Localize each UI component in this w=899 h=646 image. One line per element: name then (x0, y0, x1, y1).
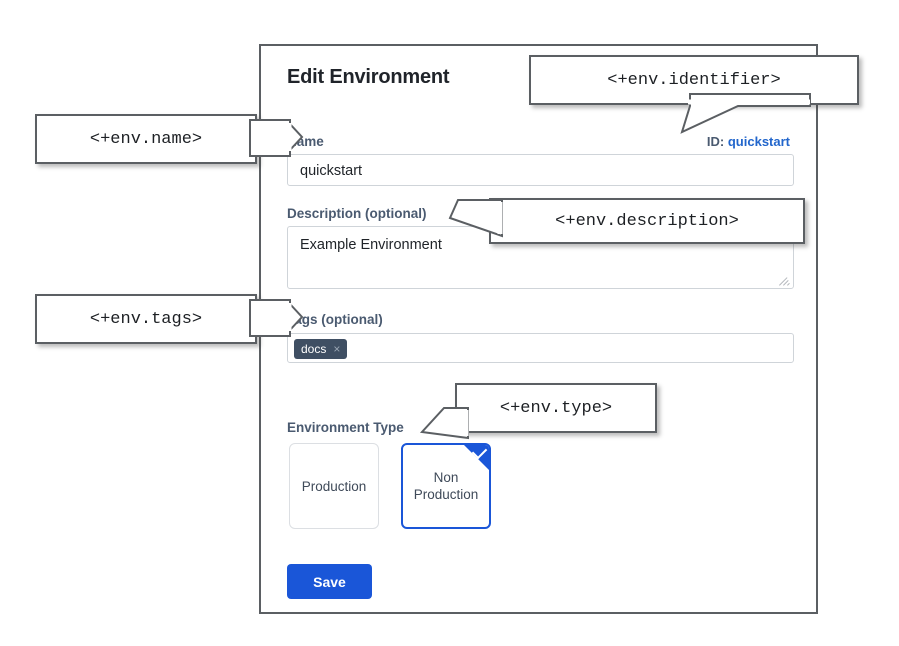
callout-env-description: <+env.description> (489, 198, 805, 244)
callout-env-tags-text: <+env.tags> (89, 309, 203, 329)
callout-name-tail (249, 118, 305, 158)
callout-identifier-tail (680, 93, 820, 145)
callout-tags-tail (249, 298, 305, 338)
description-value: Example Environment (300, 237, 442, 253)
tag-chip-label: docs (301, 342, 327, 356)
edit-environment-panel: Edit Environment Name ID: quickstart qui… (259, 44, 818, 614)
page-title: Edit Environment (287, 66, 450, 88)
callout-env-name-text: <+env.name> (89, 129, 203, 149)
callout-description-tail (440, 199, 520, 250)
environment-id-link[interactable]: quickstart (727, 134, 790, 149)
type-option-non-production[interactable]: Non Production (401, 443, 491, 529)
type-option-production[interactable]: Production (289, 443, 379, 529)
callout-env-tags: <+env.tags> (35, 294, 257, 344)
tags-input[interactable]: docs × (287, 333, 794, 363)
environment-id-line: ID: quickstart (707, 134, 790, 149)
callout-env-identifier-text: <+env.identifier> (607, 70, 781, 90)
environment-type-label: Environment Type (287, 420, 404, 435)
tags-label: Tags (optional) (287, 312, 383, 327)
selected-corner-badge (464, 445, 489, 470)
callout-env-type-text: <+env.type> (499, 398, 613, 418)
resize-handle-icon[interactable] (779, 275, 790, 286)
type-option-non-production-label: Non Production (413, 470, 479, 502)
callout-env-name: <+env.name> (35, 114, 257, 164)
callout-env-description-text: <+env.description> (555, 211, 739, 231)
description-label: Description (optional) (287, 206, 427, 221)
tag-remove-icon[interactable]: × (333, 342, 341, 356)
id-prefix-label: ID: (706, 134, 725, 149)
type-option-production-label: Production (301, 478, 367, 494)
tag-chip[interactable]: docs × (294, 339, 348, 359)
callout-type-tail (410, 407, 490, 458)
save-button[interactable]: Save (287, 564, 372, 599)
callout-env-type: <+env.type> (455, 383, 657, 433)
name-input[interactable]: quickstart (287, 154, 794, 186)
